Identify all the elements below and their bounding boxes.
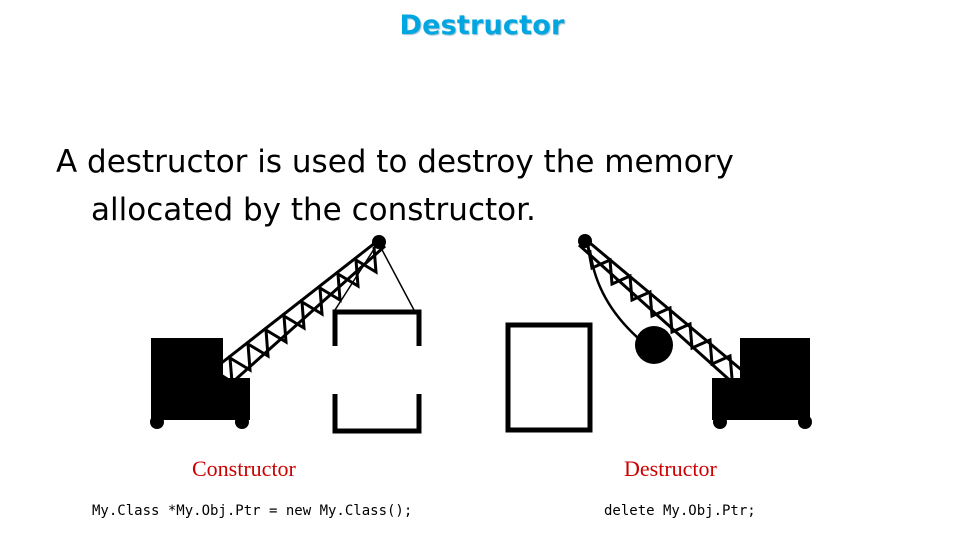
constructor-caption: Constructor [192,456,296,481]
destructor-box [505,322,593,433]
constructor-crane [150,235,422,434]
constructor-crane-pulley [372,235,386,249]
destructor-crane-boom [577,236,745,386]
constructor-crane-cab [151,338,223,420]
destructor-caption: Destructor [624,456,717,481]
destructor-crane-wheel-left [713,415,727,429]
destructor-crane-cab [740,338,810,420]
slide-body-text: A destructor is used to destroy the memo… [56,138,876,234]
slide-title: Destructor [399,10,565,41]
body-text-line-2: allocated by the constructor. [91,192,536,228]
destructor-crane-pulley [578,234,592,248]
constructor-crane-wheel-left [150,415,164,429]
wrecking-ball [635,326,673,364]
constructor-crane-wheel-right [235,415,249,429]
constructor-cable-left [334,245,377,311]
constructor-code: My.Class *My.Obj.Ptr = new My.Class(); [92,503,413,519]
constructor-crane-boom [209,237,386,390]
destructor-crane [505,234,812,433]
destructor-code: delete My.Obj.Ptr; [604,503,756,519]
body-text-line-1: A destructor is used to destroy the memo… [56,144,734,180]
constructor-cable-right [379,245,415,311]
constructor-box [332,309,422,434]
destructor-crane-wheel-right [798,415,812,429]
wrecking-ball-cable [588,249,639,339]
